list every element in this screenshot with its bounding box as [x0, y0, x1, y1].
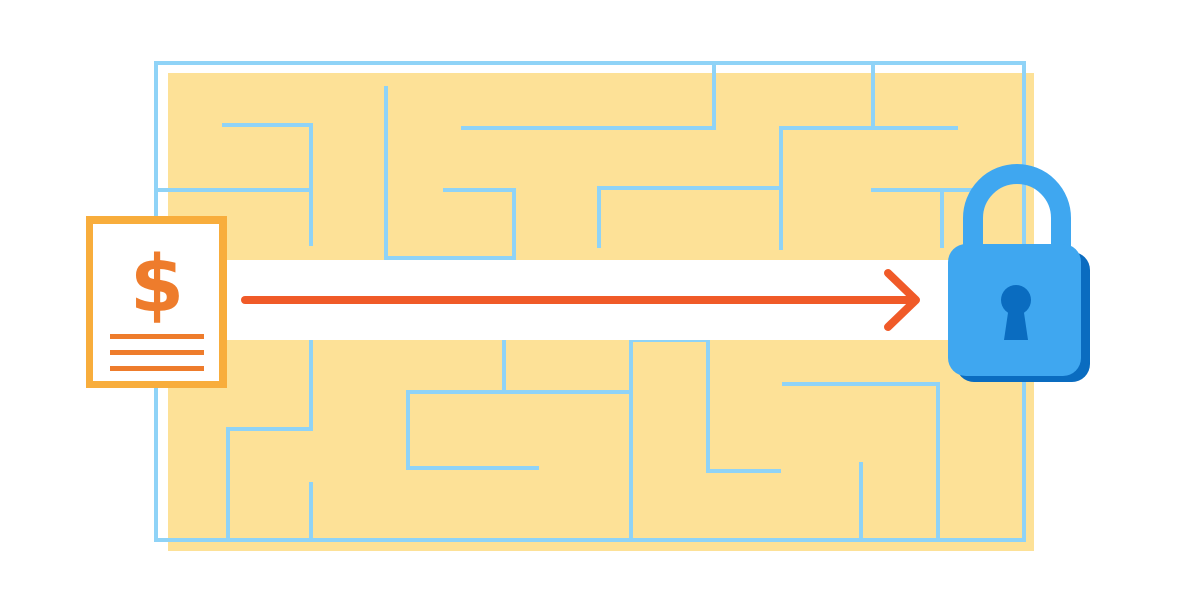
maze-outer-wall-bottom [154, 340, 1026, 542]
maze-wall [782, 382, 940, 542]
maze-wall [461, 61, 716, 130]
padlock-keyhole-slot [1004, 306, 1028, 340]
maze-wall [384, 86, 516, 260]
maze-walls [154, 61, 1026, 542]
maze-wall [779, 126, 958, 250]
invoice-line [110, 350, 204, 355]
padlock-icon [948, 164, 1090, 382]
arrow-head [884, 269, 920, 331]
padlock-keyhole [1001, 285, 1031, 315]
padlock-shackle [963, 164, 1071, 252]
invoice-dollar-symbol: $ [130, 240, 184, 330]
invoice-line [110, 366, 204, 371]
maze-wall [406, 390, 632, 470]
maze-outer-wall [154, 61, 1026, 260]
arrow-right-icon [241, 269, 920, 331]
maze-wall [226, 324, 313, 542]
maze-wall [597, 186, 782, 248]
maze-wall [222, 123, 313, 246]
invoice-line [110, 334, 204, 339]
invoice-dollar-icon: $ [86, 216, 227, 388]
